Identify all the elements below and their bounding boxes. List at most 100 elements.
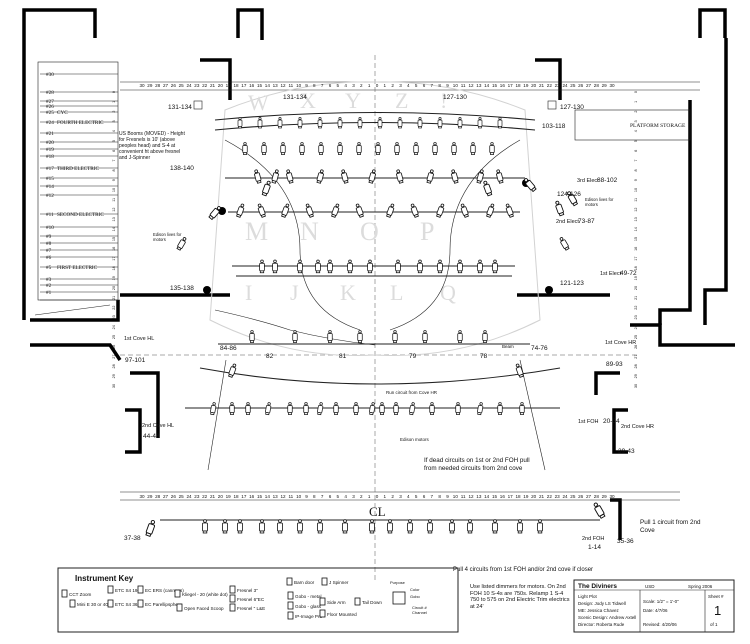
- key-symbol: [287, 601, 294, 610]
- key-symbol: [319, 609, 326, 618]
- circuit-label: 1-14: [588, 544, 601, 551]
- depth-tick: 25: [634, 335, 638, 339]
- circuit-label: 39-43: [618, 448, 635, 455]
- svg-text:Z: Z: [395, 88, 408, 113]
- lighting-instrument: [315, 259, 321, 274]
- ruler-tick: 29: [147, 494, 153, 499]
- key-item: EC Parellipsphere: [145, 602, 182, 607]
- depth-tick: 4: [634, 130, 638, 132]
- ruler-tick: 12: [468, 494, 474, 499]
- depth-tick: 2: [112, 111, 116, 113]
- lighting-instrument: [567, 191, 579, 207]
- circuit-label: 1st Cove HR: [605, 340, 636, 346]
- ruler-tick: 15: [257, 83, 263, 88]
- circuit-label: 82: [266, 353, 274, 360]
- ruler-tick: 20: [218, 83, 224, 88]
- ruler-tick: 11: [461, 494, 466, 499]
- master-electrician: ME: Jessica Chavez: [578, 608, 620, 613]
- ruler-tick: 26: [171, 83, 177, 88]
- ruler-tick: 14: [265, 494, 271, 499]
- circuit-label: 2nd Cove HL: [142, 423, 174, 429]
- ruler-tick: 24: [562, 494, 568, 499]
- depth-tick: 11: [634, 198, 638, 202]
- ruler-tick: 8: [313, 494, 316, 499]
- key-callout: Channel: [412, 610, 427, 615]
- ruler-tick: 25: [179, 494, 185, 499]
- ruler-tick: 0: [376, 494, 379, 499]
- key-symbol: [107, 599, 114, 608]
- circuit-label: 2nd FOH: [582, 536, 604, 542]
- key-callout: Gobo: [410, 594, 421, 599]
- depth-tick: 3: [112, 120, 116, 122]
- lighting-instrument: [236, 203, 245, 218]
- lighting-instrument: [318, 142, 324, 155]
- lighting-instrument: [393, 402, 399, 415]
- ruler-tick: 21: [539, 83, 545, 88]
- svg-text:L: L: [390, 280, 403, 305]
- lighting-instrument: [299, 142, 305, 155]
- ruler-tick: 12: [280, 494, 286, 499]
- ruler-tick: 1: [368, 83, 371, 88]
- depth-tick: 6: [112, 150, 116, 152]
- key-item: IP-Image Pro: [295, 614, 323, 619]
- lighting-instrument: [254, 169, 262, 184]
- depth-tick: 22: [112, 305, 116, 309]
- depth-tick: 26: [634, 345, 638, 349]
- depth-tick: 23: [112, 315, 116, 319]
- ruler-tick: 6: [329, 494, 332, 499]
- ruler-tick: 9: [305, 494, 308, 499]
- svg-text:Q: Q: [440, 280, 456, 305]
- dimmer-note: Use listed dimmers for motors. On 2nd FO…: [470, 584, 570, 610]
- key-item: Fresnel " L&E: [237, 606, 265, 611]
- ruler-tick: 4: [407, 494, 410, 499]
- key-symbol: [286, 577, 293, 586]
- depth-tick: 12: [112, 207, 116, 211]
- ruler-tick: 14: [484, 494, 490, 499]
- lighting-instrument: [457, 330, 463, 343]
- key-symbol: [176, 603, 183, 612]
- circuit-label: 103-118: [542, 123, 566, 130]
- lineset-ref: #5: [46, 265, 52, 271]
- ruler-tick: 7: [321, 494, 324, 499]
- circuit-label: 2nd Cove HR: [621, 424, 654, 430]
- lighting-instrument: [477, 259, 483, 274]
- key-item: EC ERS (cannons): [145, 588, 184, 593]
- lighting-instrument: [492, 259, 498, 274]
- circuit-label: 73-87: [578, 218, 595, 225]
- depth-tick: 1: [634, 101, 638, 103]
- lineset-ref: #18: [46, 154, 54, 160]
- key-symbol: [319, 597, 326, 606]
- circuit-label: 1st Cove HL: [124, 336, 154, 342]
- ruler-tick: 18: [515, 494, 521, 499]
- key-symbol: [287, 611, 294, 620]
- depth-tick: 20: [634, 286, 638, 290]
- lineset-ref: #27: [46, 99, 54, 105]
- lighting-instrument: [387, 519, 393, 534]
- ruler-tick: 22: [202, 83, 208, 88]
- key-callout: Color: [410, 587, 420, 592]
- ruler-left-depth: 0123456789101112131415161718192021222324…: [112, 91, 116, 388]
- lineset-ref: #14: [46, 184, 54, 190]
- ruler-tick: 17: [508, 83, 514, 88]
- lighting-instrument: [422, 330, 428, 343]
- lighting-instrument: [367, 259, 373, 274]
- lineset-ref: #28: [46, 90, 54, 96]
- lighting-instrument: [451, 142, 457, 155]
- lighting-instrument: [237, 116, 243, 129]
- lighting-instrument: [305, 203, 314, 218]
- lineset-name: CYC: [57, 110, 68, 116]
- lighting-instrument: [341, 169, 349, 184]
- circuit-label: 127-130: [560, 104, 584, 111]
- circuit-label: 79: [409, 353, 417, 360]
- circuit-label: 1st Elect: [600, 271, 622, 277]
- scenic-ghost: W X Y Z ! M N O P I J K L Q: [209, 81, 541, 357]
- ruler-tick: 2: [391, 83, 394, 88]
- sheet-of: of 1: [710, 622, 718, 627]
- lineset-ref: #25: [46, 110, 54, 116]
- ruler-tick: 9: [446, 83, 449, 88]
- depth-tick: 5: [634, 140, 638, 142]
- depth-tick: 19: [112, 276, 116, 280]
- ruler-tick: 29: [147, 83, 153, 88]
- key-symbol: [287, 591, 294, 600]
- run-circuit-note: Run circuit from Cove HR: [386, 390, 438, 395]
